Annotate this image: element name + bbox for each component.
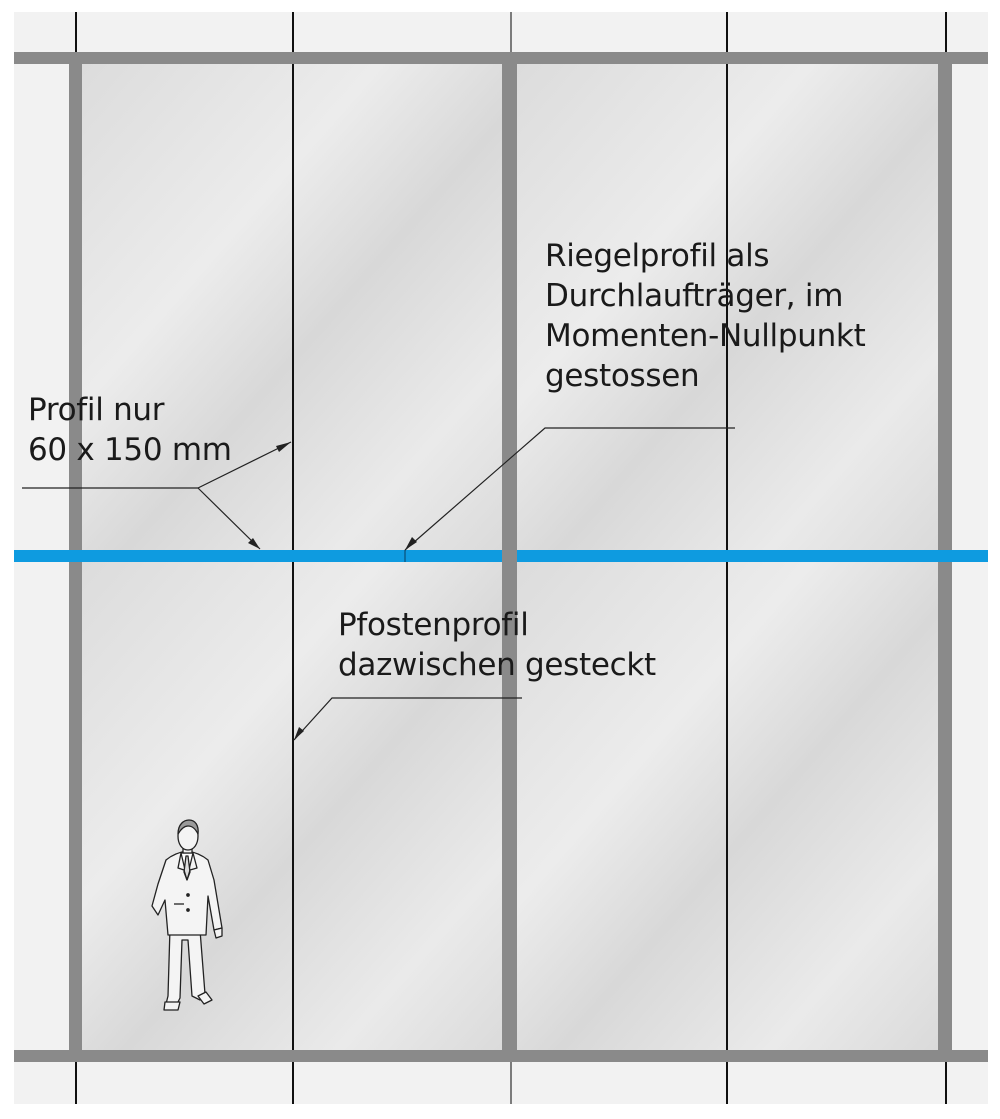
annotation-riegelprofil-line-3: Momenten-Nullpunkt (545, 318, 866, 354)
leader-lines (22, 427, 735, 741)
annotation-profil-line-2: 60 x 150 mm (28, 432, 232, 468)
annotation-profil-dimension: Profil nur 60 x 150 mm (28, 390, 232, 470)
leader-arrowheads (248, 442, 417, 740)
annotation-riegelprofil-line-1: Riegelprofil als (545, 238, 770, 274)
frame-bottom-beam (14, 1050, 988, 1062)
arrowhead-pfostenprofil (294, 727, 304, 740)
arrowhead-profil-transom (248, 538, 260, 549)
transom-left (14, 550, 502, 562)
annotation-riegelprofil-line-4: gestossen (545, 358, 700, 394)
transom-right (517, 550, 988, 562)
annotation-riegelprofil-line-2: Durchlaufträger, im (545, 278, 844, 314)
glass-pane-left-lower (82, 562, 509, 1050)
frame-top-beam (14, 52, 988, 64)
annotation-pfostenprofil-line-1: Pfostenprofil (338, 607, 529, 643)
annotation-pfostenprofil: Pfostenprofil dazwischen gesteckt (338, 605, 656, 685)
leader-profil-to-transom (197, 487, 261, 550)
glass-pane-left-upper (82, 64, 509, 550)
arrowhead-profil-mullion (276, 442, 291, 452)
annotation-profil-line-1: Profil nur (28, 392, 165, 428)
person-figure-icon (151, 819, 223, 1011)
annotation-pfostenprofil-line-2: dazwischen gesteckt (338, 647, 656, 683)
arrowhead-riegelprofil (405, 537, 417, 550)
leader-riegelprofil (404, 427, 735, 551)
post-middle (502, 64, 517, 1050)
leader-pfostenprofil (293, 697, 522, 741)
annotation-riegelprofil: Riegelprofil als Durchlaufträger, im Mom… (545, 236, 866, 396)
transom (14, 550, 988, 562)
leader-profil-to-mullion (197, 441, 292, 489)
